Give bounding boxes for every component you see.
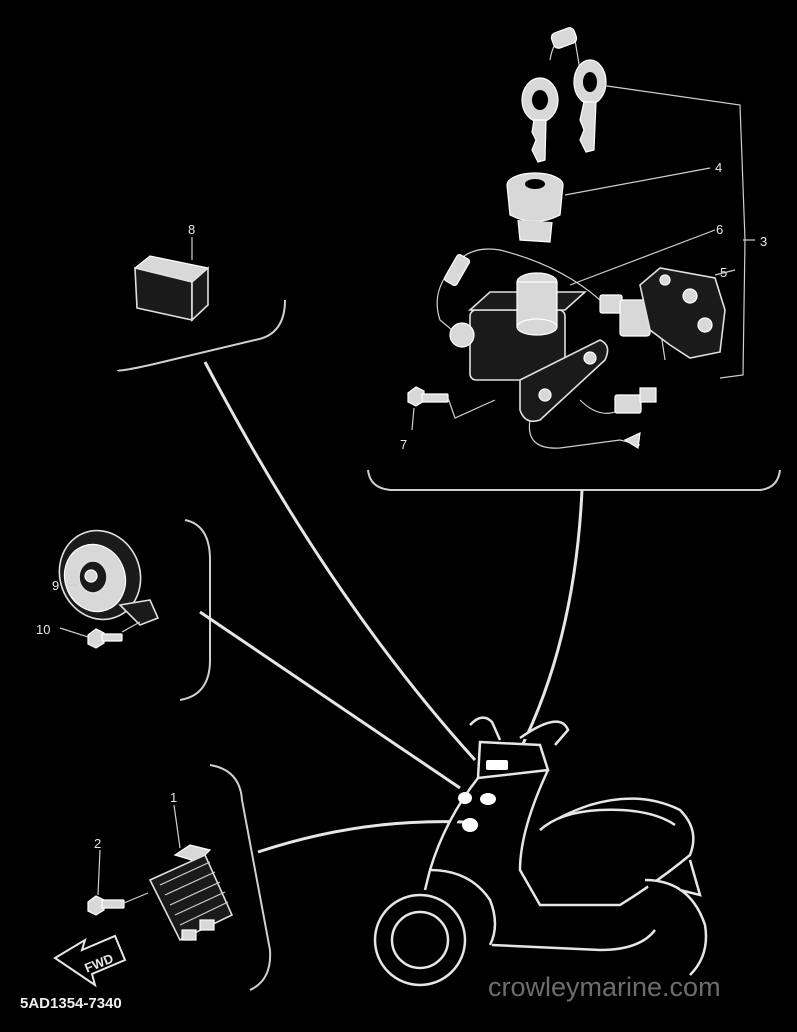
callout-7: 7 xyxy=(400,437,407,452)
leader-10 xyxy=(59,627,89,638)
leader-2 xyxy=(97,849,101,896)
leader-6 xyxy=(569,229,716,286)
switch-bracket xyxy=(639,267,726,359)
watermark: crowleymarine.com xyxy=(488,972,721,1002)
relay xyxy=(133,255,210,322)
callout-9: 9 xyxy=(52,578,59,593)
callout-8: 8 xyxy=(188,222,195,237)
callout-6: 6 xyxy=(716,222,723,237)
bolt-2 xyxy=(87,892,149,916)
callout-3: 3 xyxy=(760,234,767,249)
callout-5: 5 xyxy=(720,265,727,280)
leader-relay xyxy=(203,361,477,762)
frame-main-switch xyxy=(367,469,781,491)
rectifier-regulator xyxy=(148,844,234,942)
leader-rectifier xyxy=(257,820,466,854)
frame-horn xyxy=(179,519,211,701)
bolt-10 xyxy=(87,621,141,649)
leader-5 xyxy=(714,269,736,276)
bolt-7 xyxy=(407,386,496,419)
switch-connector xyxy=(599,294,666,361)
frame-relay xyxy=(117,299,286,372)
keys xyxy=(521,27,607,163)
main-switch-assembly xyxy=(436,248,657,449)
scooter-outline xyxy=(373,716,708,987)
callout-10: 10 xyxy=(36,622,50,637)
leader-horn xyxy=(199,610,461,790)
leader-1 xyxy=(173,804,181,849)
diagram-code: 5AD1354-7340 xyxy=(20,995,122,1012)
callout-4: 4 xyxy=(715,160,722,175)
frame-rectifier xyxy=(209,764,272,991)
callout-1: 1 xyxy=(170,790,177,805)
leader-4 xyxy=(564,167,711,196)
callout-2: 2 xyxy=(94,836,101,851)
horn xyxy=(58,529,160,626)
key-cylinder-cap xyxy=(506,172,564,243)
leader-main-switch xyxy=(518,489,584,751)
fwd-arrow: FWD xyxy=(53,934,127,988)
leader-7 xyxy=(411,407,415,431)
scooter-highlights xyxy=(458,760,508,832)
